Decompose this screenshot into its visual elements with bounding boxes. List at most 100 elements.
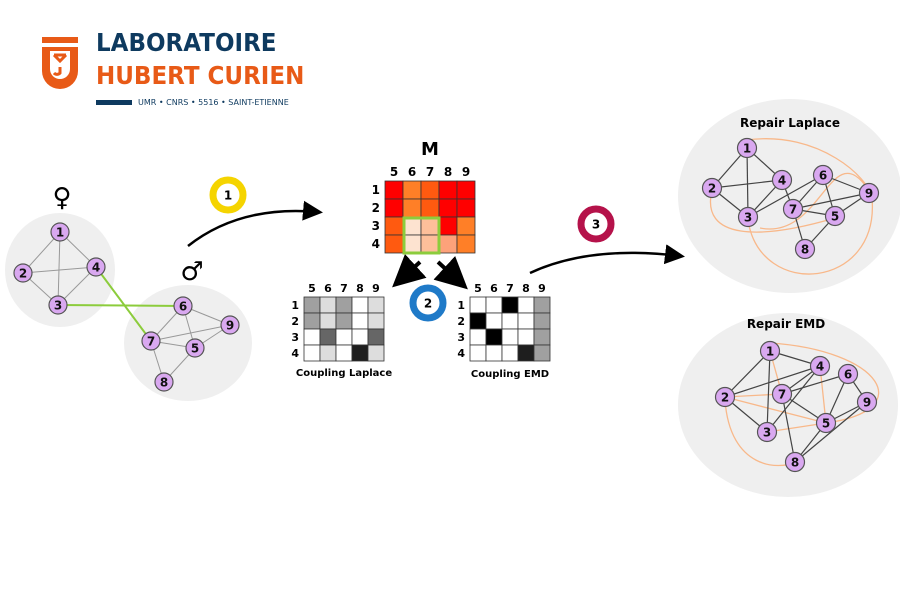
coupling-emd-cell <box>469 344 487 362</box>
coupling-emd-row-label: 4 <box>457 347 465 360</box>
matrix-m-row-label: 4 <box>372 237 380 251</box>
input-node-7 <box>141 331 161 351</box>
repair-laplace-node-4 <box>771 169 793 191</box>
coupling-laplace-cell <box>351 344 369 362</box>
coupling-laplace-cell <box>335 296 353 314</box>
repair-emd-node-label-5: 5 <box>822 417 830 431</box>
coupling-emd-cell <box>469 328 487 346</box>
input-node-9 <box>220 315 240 335</box>
matrix-m-cell <box>402 234 422 254</box>
repair-laplace-edge <box>792 192 870 210</box>
repair-laplace-title: Repair Laplace <box>740 116 840 130</box>
coupling-emd-col-label: 8 <box>522 282 530 295</box>
matrix-m-cell <box>384 180 404 200</box>
coupling-laplace-cell <box>303 344 321 362</box>
matrix-m-cell <box>384 198 404 218</box>
step-badge-label-1: 1 <box>224 189 232 203</box>
logo-line2: HUBERT CURIEN <box>96 61 305 90</box>
coupling-laplace-col-label: 8 <box>356 282 364 295</box>
repair-emd-node-label-2: 2 <box>721 391 729 405</box>
coupling-laplace-cell <box>303 296 321 314</box>
repair-emd-edge <box>766 365 821 433</box>
repair-emd-node-3 <box>756 421 778 443</box>
repair-laplace-node-label-6: 6 <box>819 169 827 183</box>
coupling-laplace-cell <box>367 296 385 314</box>
repair-emd-node-9 <box>856 391 878 413</box>
matrix-m-cell <box>438 234 458 254</box>
input-node-label-9: 9 <box>226 319 234 333</box>
arrow-to-emd <box>433 255 468 290</box>
ujm-monogram-icon <box>42 37 78 89</box>
coupling-emd-cell <box>469 312 487 330</box>
coupling-laplace-cell <box>319 296 337 314</box>
repair-emd-node-5 <box>815 412 837 434</box>
matrix-m-cell <box>420 234 440 254</box>
coupling-emd-cell <box>501 344 519 362</box>
coupling-emd-col-label: 9 <box>538 282 546 295</box>
input-node-1 <box>50 222 70 242</box>
coupling-laplace-cell <box>319 344 337 362</box>
arrow-step1 <box>187 200 323 247</box>
coupling-emd-col-label: 7 <box>506 282 514 295</box>
repair-laplace-node-label-5: 5 <box>831 210 839 224</box>
input-node-label-8: 8 <box>160 376 168 390</box>
repair-laplace-node-label-2: 2 <box>708 182 716 196</box>
input-node-2 <box>13 263 33 283</box>
coupling-laplace-cell <box>335 312 353 330</box>
repair-laplace-node-5 <box>824 205 846 227</box>
coupling-emd-cell <box>517 312 535 330</box>
matrix-m-title: M <box>421 139 439 160</box>
coupling-emd-cell <box>485 312 503 330</box>
repair-laplace-node-label-8: 8 <box>801 243 809 257</box>
coupling-laplace-col-label: 6 <box>324 282 332 295</box>
repair-laplace-edge <box>746 147 749 218</box>
coupling-laplace-row-label: 4 <box>291 347 299 360</box>
matrix-m-col-label: 5 <box>390 165 398 179</box>
logo-line1: LABORATOIRE <box>96 28 277 57</box>
matched-edge <box>95 266 152 342</box>
repair-emd-node-label-3: 3 <box>763 426 771 440</box>
male-symbol-icon: ♂ <box>180 257 203 287</box>
repair-laplace-node-3 <box>737 206 759 228</box>
input-node-3 <box>48 295 68 315</box>
repair-laplace-node-6 <box>812 164 834 186</box>
repair-laplace-blob <box>678 99 900 293</box>
input-node-label-1: 1 <box>56 226 64 240</box>
matrix-m-cell <box>456 216 476 236</box>
coupling-emd-label: Coupling EMD <box>471 369 549 380</box>
matrix-m-col-label: 8 <box>444 165 452 179</box>
matrix-m-cell <box>438 180 458 200</box>
graph-edge <box>22 266 97 274</box>
coupling-emd-cell <box>501 296 519 314</box>
matrix-m-cell <box>420 180 440 200</box>
repair-emd-node-1 <box>759 340 781 362</box>
repair-emd-node-7 <box>771 383 793 405</box>
matrix-m-cell <box>420 216 440 236</box>
repair-emd-node-label-6: 6 <box>844 368 852 382</box>
repair-laplace-node-label-7: 7 <box>789 203 797 217</box>
arrow-step3 <box>529 244 685 275</box>
coupling-emd-row-label: 1 <box>457 299 465 312</box>
matrix-m-cell <box>438 216 458 236</box>
repair-laplace-edge <box>747 174 824 218</box>
repair-emd-node-2 <box>714 386 736 408</box>
repair-laplace-node-9 <box>858 182 880 204</box>
repair-emd-node-8 <box>784 451 806 473</box>
coupling-emd-cell <box>533 312 551 330</box>
step-badge-label-3: 3 <box>592 218 600 232</box>
coupling-emd-cell <box>485 328 503 346</box>
repair-laplace-node-8 <box>794 238 816 260</box>
coupling-emd-row-label: 3 <box>457 331 465 344</box>
coupling-laplace-row-label: 2 <box>291 315 299 328</box>
repair-laplace-node-2 <box>701 177 723 199</box>
coupling-laplace-row-label: 3 <box>291 331 299 344</box>
coupling-laplace-cell <box>351 296 369 314</box>
input-node-6 <box>173 296 193 316</box>
coupling-emd-cell <box>485 344 503 362</box>
matrix-m-cell <box>384 216 404 236</box>
repair-emd-title: Repair EMD <box>747 317 825 331</box>
coupling-emd-cell <box>501 328 519 346</box>
repair-laplace-edge <box>711 179 783 189</box>
repair-laplace-added-edge <box>709 189 836 233</box>
